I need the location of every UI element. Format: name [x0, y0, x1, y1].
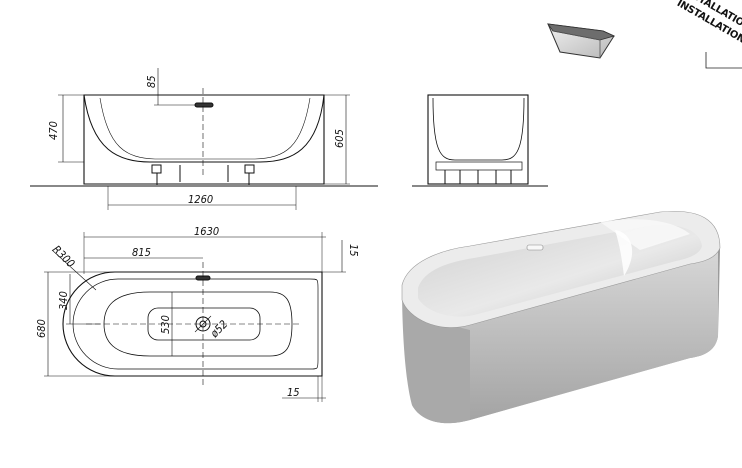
dim-605: 605 — [333, 129, 346, 148]
dim-340: 340 — [57, 291, 70, 310]
bathtub-3d-render — [401, 210, 721, 424]
plan-view — [44, 232, 346, 402]
dim-815: 815 — [132, 246, 151, 259]
side-elevation-view — [30, 68, 378, 210]
dim-680: 680 — [35, 319, 48, 338]
dim-15-top: 15 — [347, 244, 360, 257]
bathtub-thumbnail-icon — [547, 23, 616, 59]
dim-15-bottom: 15 — [287, 386, 300, 399]
dim-530: 530 — [159, 315, 172, 334]
dim-1260: 1260 — [188, 193, 213, 206]
corner-installation-label: STALLATION INSTALLATION — [675, 0, 742, 46]
end-elevation-view — [412, 94, 548, 187]
dim-470: 470 — [47, 121, 60, 140]
corner-bracket-line — [705, 52, 742, 69]
dim-r300: R300 — [50, 243, 77, 270]
dim-drain-diameter: ø52 — [207, 318, 230, 341]
dim-1630: 1630 — [194, 225, 219, 238]
dim-85: 85 — [145, 75, 158, 88]
